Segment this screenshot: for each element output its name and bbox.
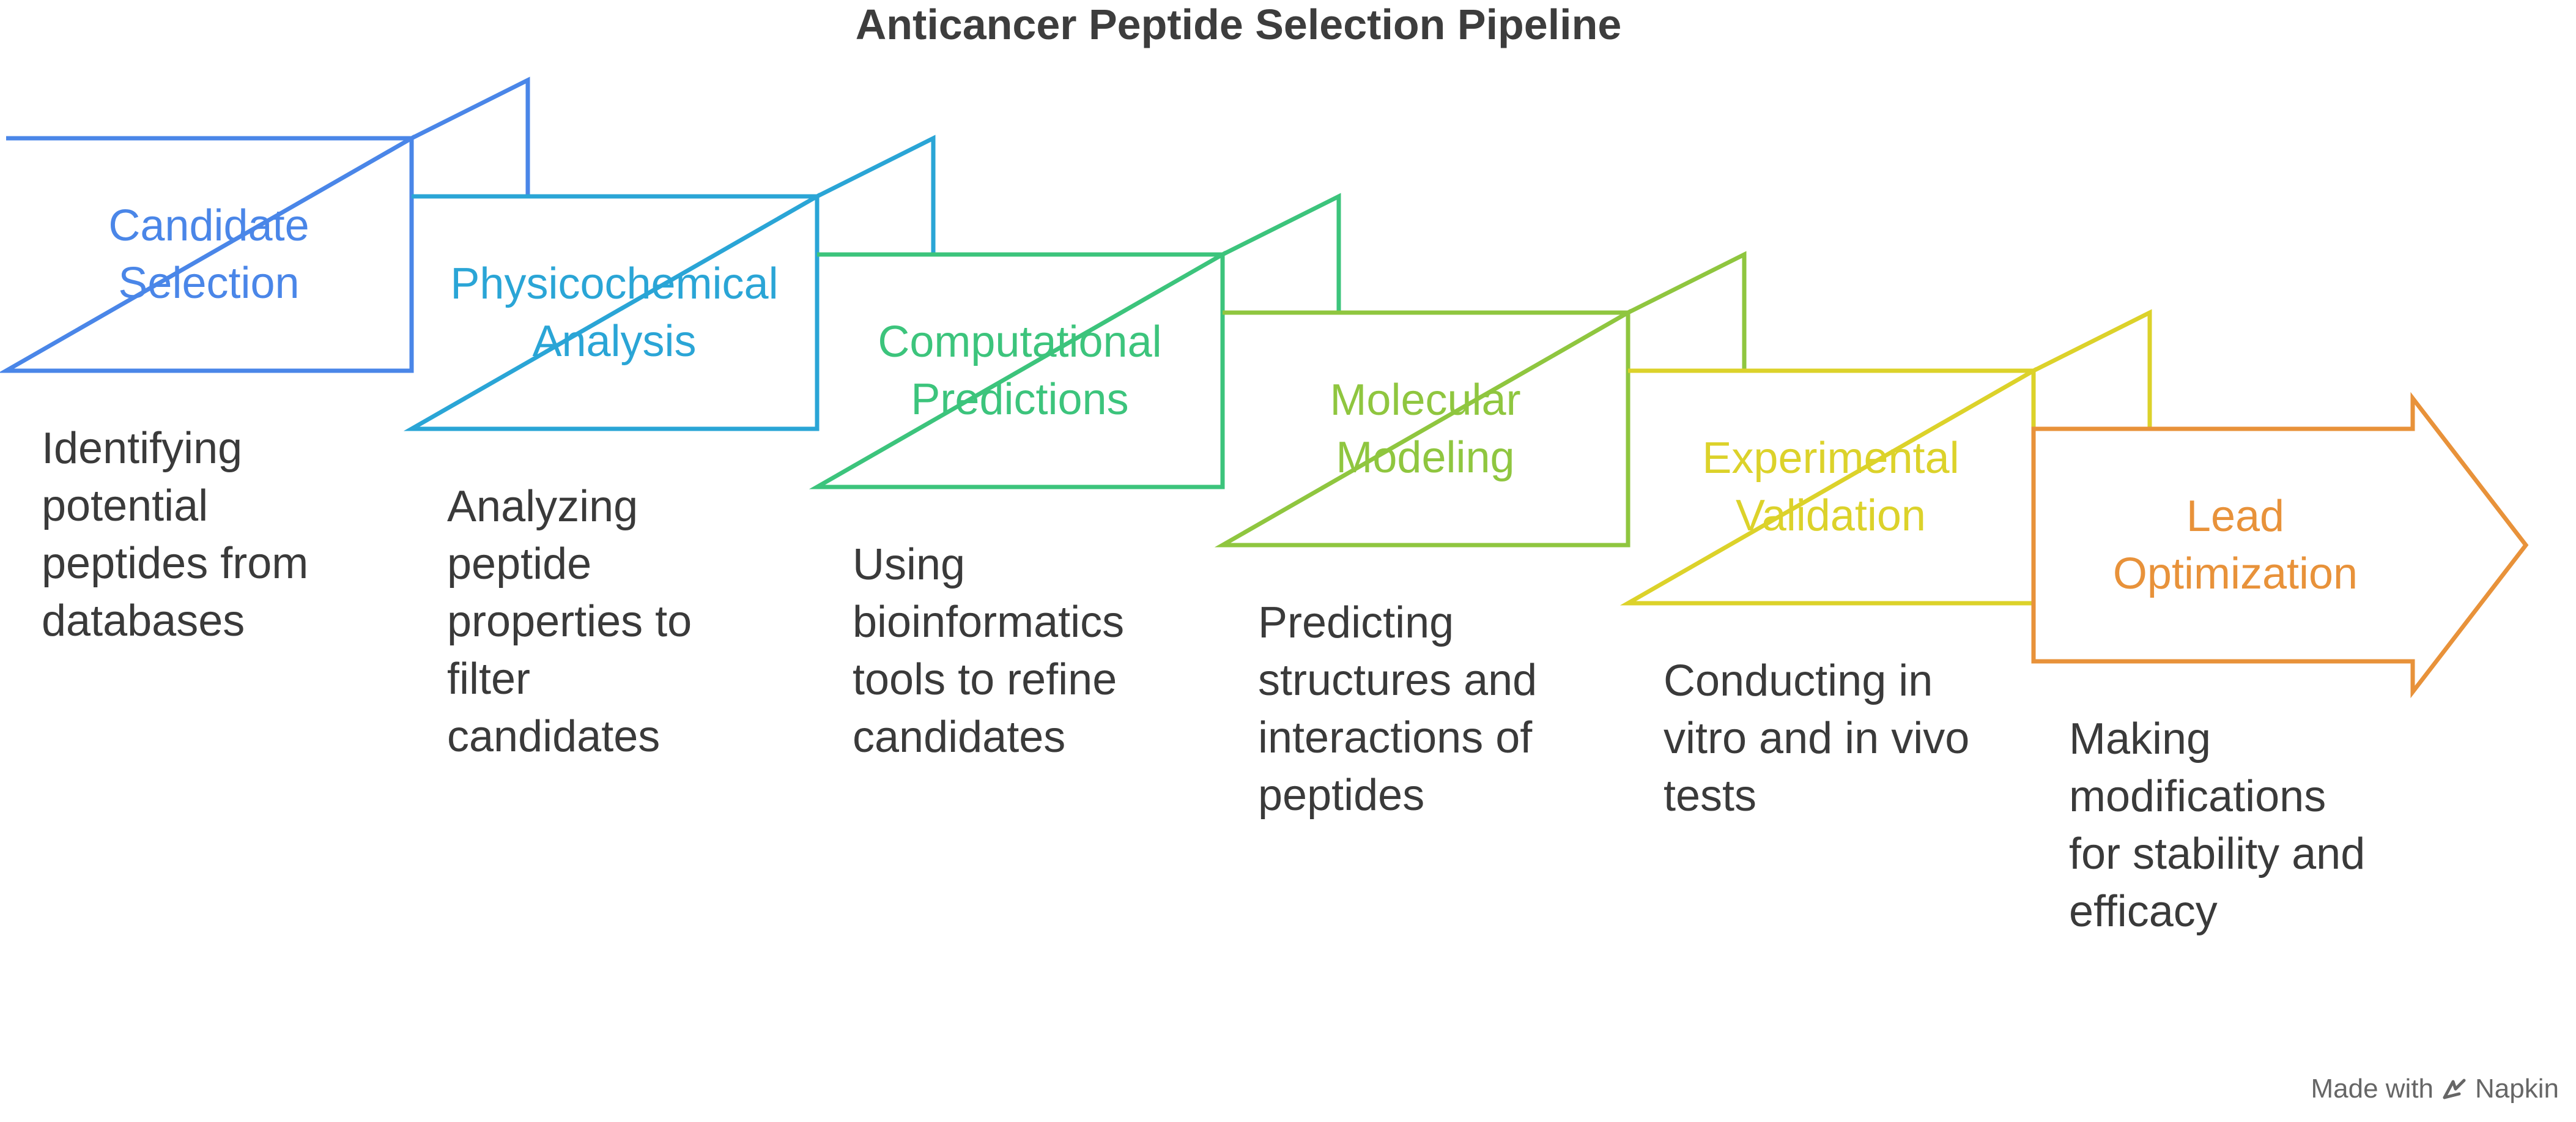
watermark-brand: Napkin [2475, 1074, 2559, 1104]
watermark-prefix: Made with [2311, 1074, 2434, 1104]
step-label-candidate-selection: Candidate Selection [108, 201, 309, 308]
step-box-molecular-modeling [1214, 251, 1747, 548]
step-label-molecular-modeling: Molecular Modeling [1330, 376, 1521, 482]
step-physicochemical-analysis [403, 135, 936, 431]
step-description-candidate-selection: Identifying potential peptides from data… [42, 424, 309, 645]
step-computational-predictions [809, 193, 1341, 489]
step-description-experimental-validation: Conducting in vitro and in vivo tests [1664, 656, 1970, 820]
step-description-lead-optimization: Making modifications for stability and e… [2069, 715, 2366, 936]
step-label-physicochemical-analysis: Physicochemical Analysis [450, 259, 779, 366]
step-description-physicochemical-analysis: Analyzing peptide properties to filter c… [447, 482, 692, 761]
step-label-experimental-validation: Experimental Validation [1702, 434, 1960, 540]
step-label-lead-optimization: Lead Optimization [2112, 492, 2358, 598]
step-label-computational-predictions: Computational Predictions [878, 318, 1162, 424]
step-candidate-selection [0, 76, 530, 373]
diagram-title: Anticancer Peptide Selection Pipeline [855, 1, 1622, 48]
step-box-computational-predictions [809, 193, 1341, 489]
step-molecular-modeling [1214, 251, 1747, 548]
napkin-logo-icon [2443, 1079, 2466, 1099]
step-arrow-lead-optimization [2031, 392, 2529, 699]
made-with-napkin-watermark: Made with Napkin [2311, 1071, 2559, 1107]
step-description-computational-predictions: Using bioinformatics tools to refine can… [853, 540, 1125, 762]
step-box-candidate-selection [0, 76, 530, 373]
step-description-molecular-modeling: Predicting structures and interactions o… [1258, 598, 1538, 820]
step-lead-optimization [2031, 392, 2529, 699]
step-box-physicochemical-analysis [403, 135, 936, 431]
